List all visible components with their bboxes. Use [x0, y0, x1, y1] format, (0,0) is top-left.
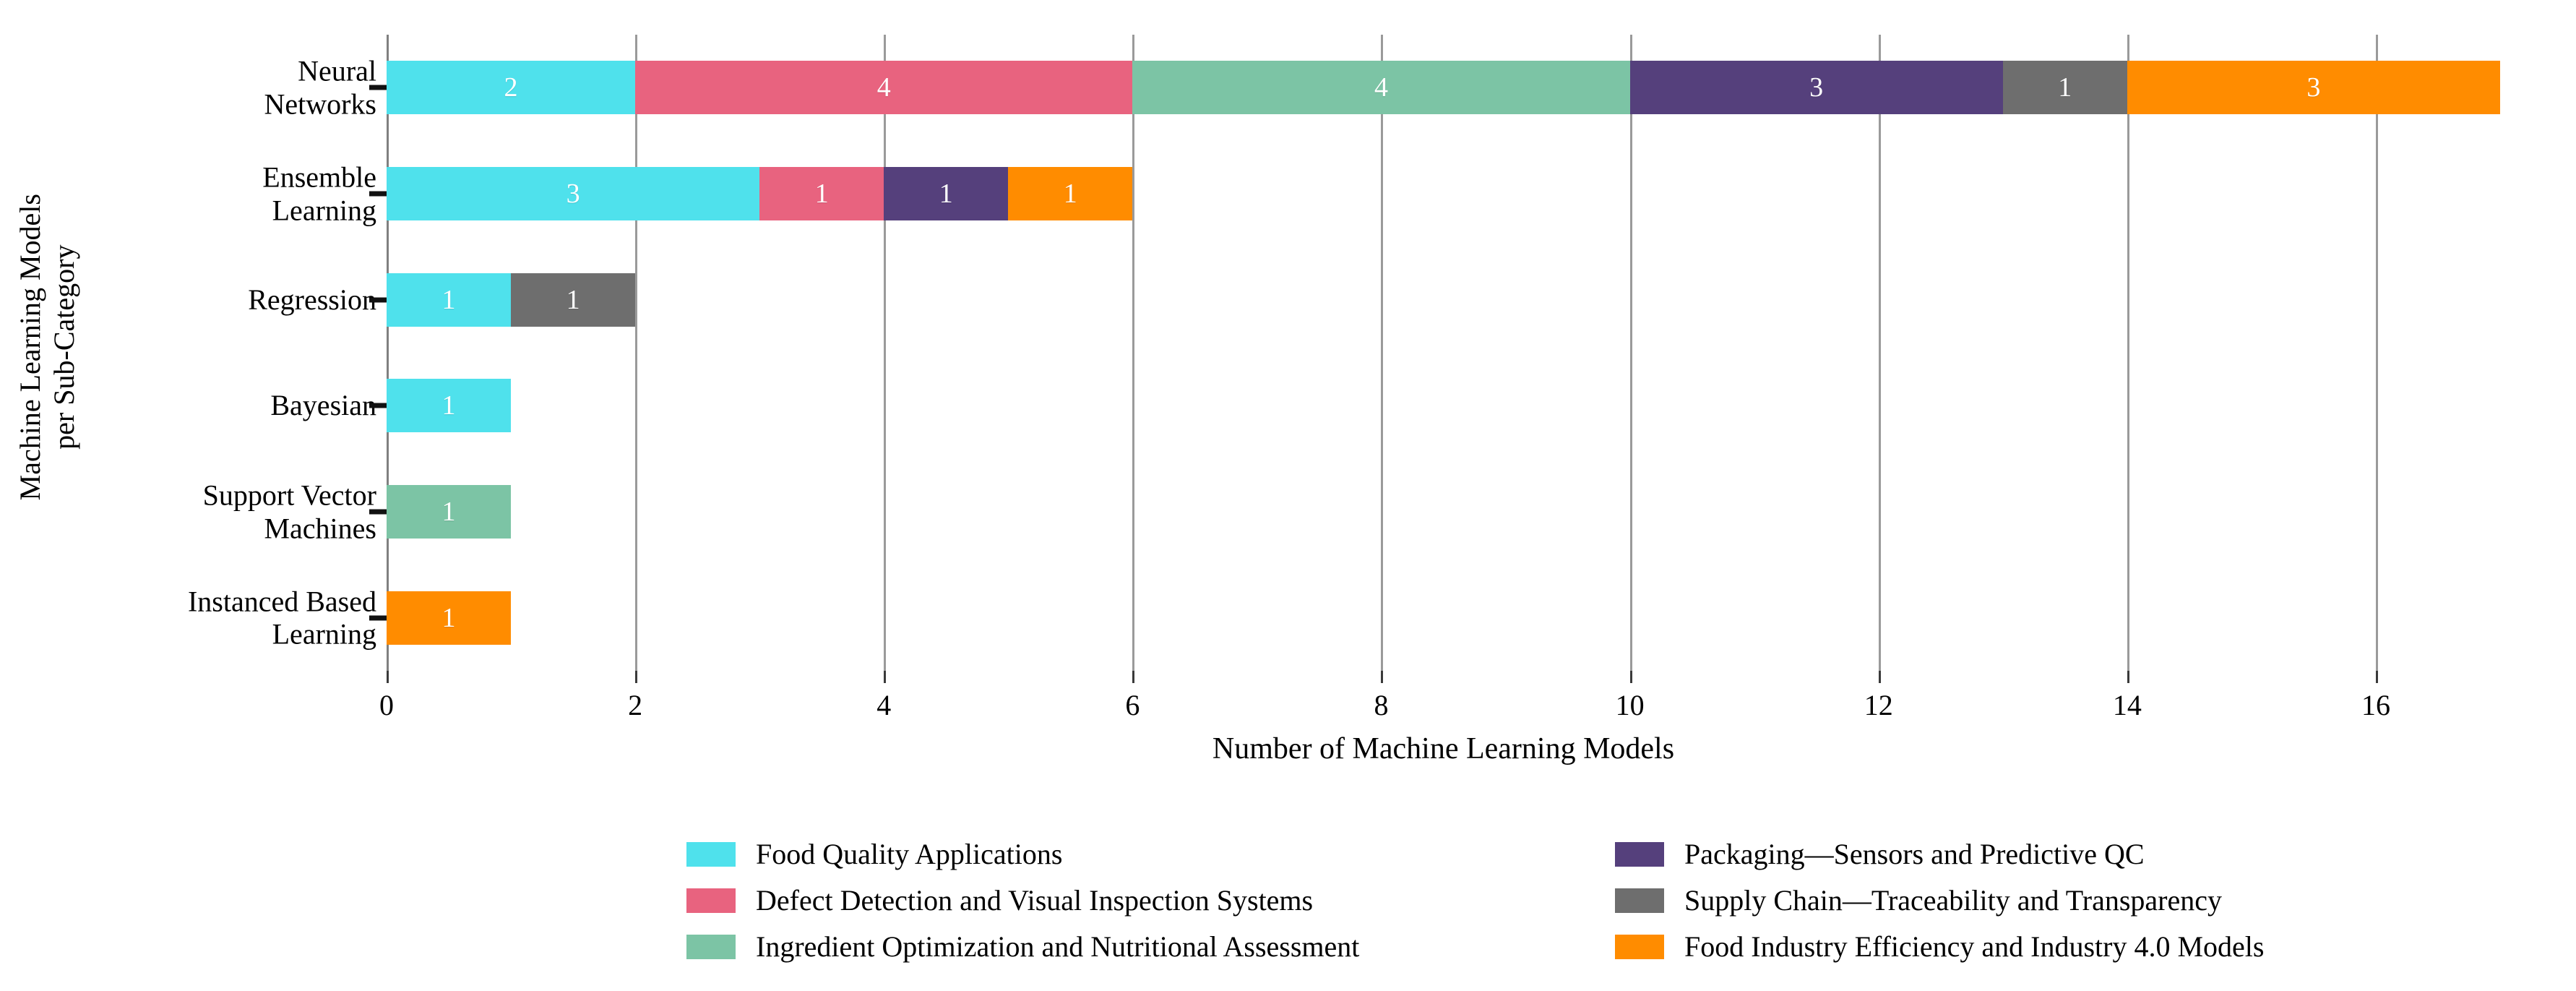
x-tick-label: 10 — [1615, 689, 1645, 721]
y-tick-mark — [369, 191, 387, 197]
y-axis-title-line-2: per Sub-Category — [48, 244, 81, 450]
bar-segment[interactable]: 3 — [387, 167, 760, 220]
bar-segment[interactable]: 1 — [387, 379, 512, 433]
legend-item[interactable]: Defect Detection and Visual Inspection S… — [686, 886, 1615, 915]
legend-label: Packaging—Sensors and Predictive QC — [1684, 838, 2145, 870]
x-tick-mark — [1132, 671, 1135, 683]
bar-segment[interactable]: 2 — [387, 61, 636, 115]
legend-item[interactable]: Ingredient Optimization and Nutritional … — [686, 932, 1615, 961]
bar-segment[interactable]: 4 — [635, 61, 1133, 115]
y-axis-line — [387, 35, 389, 671]
x-tick-mark — [1878, 671, 1881, 683]
y-tick-label-line: Support Vector — [202, 479, 376, 512]
legend-label: Supply Chain—Traceability and Transparen… — [1684, 884, 2223, 917]
x-tick-label: 14 — [2112, 689, 2142, 721]
bar-segment[interactable]: 3 — [1629, 61, 2003, 115]
y-tick-label-regression: Regression — [84, 283, 376, 317]
y-axis-title: Machine Learning Models per Sub-Category — [0, 0, 94, 694]
x-axis-title: Number of Machine Learning Models — [1212, 732, 1675, 765]
legend-label: Food Quality Applications — [756, 838, 1063, 870]
legend-swatch — [686, 888, 736, 913]
legend-label: Ingredient Optimization and Nutritional … — [756, 930, 1360, 963]
legend-item[interactable]: Packaging—Sensors and Predictive QC — [1615, 840, 2421, 869]
y-tick-mark — [369, 615, 387, 621]
y-tick-label-line: Bayesian — [270, 389, 376, 422]
legend-swatch — [1615, 842, 1664, 867]
legend-item[interactable]: Food Industry Efficiency and Industry 4.… — [1615, 932, 2421, 961]
y-axis-title-line-1: Machine Learning Models — [13, 193, 46, 501]
gridline — [1132, 35, 1135, 671]
bar-segment[interactable]: 1 — [1008, 167, 1133, 220]
chart-legend: Food Quality Applications Packaging—Senso… — [686, 831, 2421, 969]
legend-item[interactable]: Food Quality Applications — [686, 840, 1615, 869]
y-tick-label-line: Regression — [248, 283, 376, 316]
x-tick-label: 2 — [628, 689, 643, 721]
bar-segment[interactable]: 1 — [2002, 61, 2127, 115]
x-tick-mark — [884, 671, 887, 683]
bar-segment[interactable]: 1 — [884, 167, 1009, 220]
y-tick-label-line: Networks — [264, 87, 376, 121]
legend-swatch — [686, 842, 736, 867]
x-tick-mark — [1381, 671, 1384, 683]
x-tick-mark — [2127, 671, 2129, 683]
gridline — [1629, 35, 1632, 671]
x-tick-label: 4 — [876, 689, 892, 721]
y-tick-label-line: Ensemble — [262, 160, 376, 194]
y-tick-label-bayesian: Bayesian — [84, 390, 376, 423]
bar-segment[interactable]: 1 — [387, 591, 512, 645]
legend-label: Defect Detection and Visual Inspection S… — [756, 884, 1314, 917]
y-tick-mark — [369, 403, 387, 408]
bar-segment[interactable]: 1 — [387, 273, 512, 327]
y-tick-label-line: Learning — [272, 194, 376, 226]
y-tick-label-line: Machines — [264, 512, 376, 544]
x-tick-mark — [387, 671, 389, 683]
legend-swatch — [1615, 935, 1664, 959]
y-tick-mark — [369, 85, 387, 90]
bar-segment[interactable]: 1 — [511, 273, 636, 327]
bar-row[interactable]: 1 — [387, 591, 512, 645]
gridline — [1381, 35, 1384, 671]
gridline — [1878, 35, 1881, 671]
x-axis-tick-labels: 0 2 4 6 8 10 12 14 16 — [379, 671, 2500, 721]
x-tick-label: 0 — [379, 689, 394, 721]
x-tick-mark — [635, 671, 638, 683]
y-tick-mark — [369, 297, 387, 303]
y-tick-mark — [369, 509, 387, 515]
y-tick-label-line: Neural — [298, 54, 376, 87]
legend-label: Food Industry Efficiency and Industry 4.… — [1684, 930, 2265, 963]
bar-segment[interactable]: 3 — [2127, 61, 2500, 115]
gridline — [2127, 35, 2129, 671]
bar-row[interactable]: 1 — [387, 379, 512, 433]
legend-swatch — [1615, 888, 1664, 913]
bar-row[interactable]: 1 — [387, 485, 512, 539]
gridline — [2375, 35, 2378, 671]
bar-segment[interactable]: 4 — [1132, 61, 1630, 115]
x-tick-label: 16 — [2361, 689, 2390, 721]
gridline — [635, 35, 638, 671]
x-tick-mark — [2375, 671, 2378, 683]
x-tick-label: 6 — [1125, 689, 1140, 721]
legend-swatch — [686, 935, 736, 959]
y-tick-label-line: Instanced Based — [187, 585, 376, 618]
bar-segment[interactable]: 1 — [387, 485, 512, 539]
x-tick-mark — [1629, 671, 1632, 683]
bar-segment[interactable]: 1 — [759, 167, 884, 220]
y-tick-label-line: Learning — [272, 617, 376, 651]
x-tick-label: 12 — [1864, 689, 1893, 721]
gridline — [884, 35, 887, 671]
legend-item[interactable]: Supply Chain—Traceability and Transparen… — [1615, 886, 2421, 915]
x-tick-label: 8 — [1374, 689, 1389, 721]
